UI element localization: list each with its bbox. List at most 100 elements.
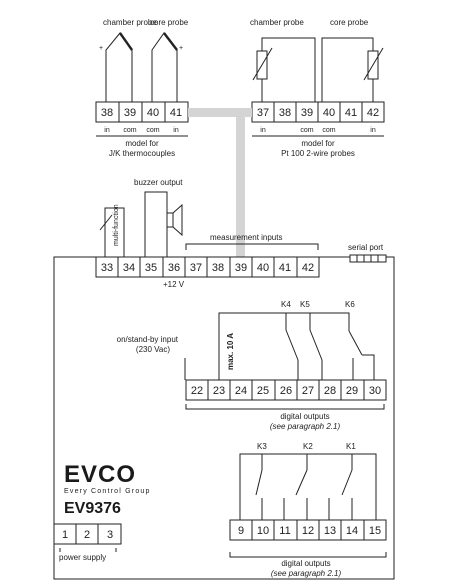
pt-core-wire xyxy=(321,37,374,102)
relay-k4-label: K4 xyxy=(281,300,291,309)
probe-connector-bar xyxy=(188,108,252,257)
max-current-label: max. 10 A xyxy=(226,333,235,370)
tc-model-line1: model for xyxy=(125,139,159,148)
terminal-strip-9-15 xyxy=(229,519,387,541)
power-supply-block: 1 2 3 power supply xyxy=(53,523,122,562)
relay-k6-label: K6 xyxy=(345,300,355,309)
terminal-10: 10 xyxy=(257,525,269,537)
terminal-24: 24 xyxy=(235,385,247,397)
relay-k6-contact xyxy=(348,330,363,356)
terminal-39: 39 xyxy=(235,262,247,274)
terminal-37: 37 xyxy=(190,262,202,274)
terminal-41: 41 xyxy=(279,262,291,274)
terminal-28: 28 xyxy=(324,385,336,397)
buzzer-icon xyxy=(166,212,174,228)
terminal-40: 40 xyxy=(257,262,269,274)
measurement-inputs-label: measurement inputs xyxy=(210,233,282,242)
terminal-15: 15 xyxy=(369,525,381,537)
pt-sub-label: com xyxy=(300,127,313,134)
onstandby-label-line2: (230 Vac) xyxy=(136,345,170,354)
terminal-23: 23 xyxy=(213,385,225,397)
tc-chamber-junction xyxy=(119,32,133,51)
terminal-strip-1-3 xyxy=(53,523,122,545)
terminal-36: 36 xyxy=(168,262,180,274)
relay-k2-contact xyxy=(295,469,308,496)
multi-function-wire xyxy=(104,207,125,257)
terminal-30: 30 xyxy=(369,385,381,397)
terminal-14: 14 xyxy=(346,525,358,537)
pt-terminal: 40 xyxy=(323,107,335,119)
pt-core-probe-label: core probe xyxy=(330,18,369,27)
terminal-34: 34 xyxy=(123,262,135,274)
buzzer-wire-a xyxy=(144,191,168,257)
terminal-2: 2 xyxy=(84,529,90,541)
thermocouple-block: chamber probe core probe + + 38 39 40 41… xyxy=(95,18,189,158)
pt-model-line2: Pt 100 2-wire probes xyxy=(281,149,355,158)
terminal-26: 26 xyxy=(280,385,292,397)
tc-terminal: 41 xyxy=(170,107,182,119)
tc-sub-label: com xyxy=(146,127,159,134)
multi-function-switch xyxy=(99,214,113,231)
brand-block: EVCO Every Control Group EV9376 xyxy=(64,461,151,517)
pt100-block: chamber probe core probe 37 38 39 40 41 … xyxy=(250,18,385,158)
digital-outputs-lower-line2: (see paragraph 2.1) xyxy=(271,569,342,578)
relay-k1-contact xyxy=(341,469,353,496)
relay-k3-label: K3 xyxy=(257,442,267,451)
terminal-33: 33 xyxy=(101,262,113,274)
tc-plus-left: + xyxy=(99,45,103,52)
relay-common-rail xyxy=(218,312,350,380)
model-name: EV9376 xyxy=(64,500,121,517)
pt-sub-label: in xyxy=(260,127,266,134)
relay-block-upper: on/stand-by input (230 Vac) max. 10 A K4… xyxy=(117,300,387,431)
pt-terminal: 42 xyxy=(367,107,379,119)
power-supply-label: power supply xyxy=(59,553,106,562)
digital-outputs-upper-line2: (see paragraph 2.1) xyxy=(270,422,341,431)
relay-k5-label: K5 xyxy=(300,300,310,309)
tc-core-junction xyxy=(163,32,178,51)
terminal-3: 3 xyxy=(107,529,113,541)
terminal-strip-22-30 xyxy=(185,379,387,401)
tc-sub-label: com xyxy=(123,127,136,134)
buzzer-output-label: buzzer output xyxy=(134,178,183,187)
terminal-42: 42 xyxy=(302,262,314,274)
tc-terminal: 40 xyxy=(147,107,159,119)
terminal-35: 35 xyxy=(145,262,157,274)
digital-outputs-upper-bracket xyxy=(185,404,385,410)
onstandby-label-line1: on/stand-by input xyxy=(117,335,179,344)
terminal-38: 38 xyxy=(212,262,224,274)
terminal-13: 13 xyxy=(324,525,336,537)
terminal-22: 22 xyxy=(191,385,203,397)
pt-terminal: 39 xyxy=(301,107,313,119)
terminal-12: 12 xyxy=(302,525,314,537)
relay-k4-contact xyxy=(285,329,299,361)
pt-sub-label: in xyxy=(370,127,376,134)
relay-k2-label: K2 xyxy=(303,442,313,451)
pt-chamber-probe-label: chamber probe xyxy=(250,18,304,27)
terminal-29: 29 xyxy=(346,385,358,397)
terminal-27: 27 xyxy=(302,385,314,397)
relay-k5-contact xyxy=(309,329,323,361)
brand-logo: EVCO xyxy=(64,461,136,488)
top-terminal-row: multi-function buzzer output measurement… xyxy=(95,178,320,289)
multi-function-label: multi-function xyxy=(113,204,120,246)
terminal-1: 1 xyxy=(62,529,68,541)
tc-terminal: 38 xyxy=(101,107,113,119)
relay-block-lower: K3 K2 K1 9 10 11 12 13 14 15 digital out… xyxy=(229,442,387,578)
terminal-9: 9 xyxy=(238,525,244,537)
pt-chamber-wire xyxy=(261,37,316,102)
relay-lower-common-rail xyxy=(239,453,377,520)
serial-port: serial port xyxy=(348,243,387,263)
pt-terminal: 41 xyxy=(345,107,357,119)
tc-plus-right: + xyxy=(179,45,183,52)
buzzer-cone-icon xyxy=(172,203,183,237)
terminal-25: 25 xyxy=(257,385,269,397)
digital-outputs-upper-line1: digital outputs xyxy=(280,412,329,421)
pt-terminal: 37 xyxy=(257,107,269,119)
relay-k1-label: K1 xyxy=(346,442,356,451)
terminal-11: 11 xyxy=(279,525,290,537)
brand-tagline: Every Control Group xyxy=(64,488,151,495)
measurement-inputs-bracket xyxy=(185,243,319,250)
pt-terminal: 38 xyxy=(279,107,291,119)
tc-model-line2: J/K thermocouples xyxy=(109,149,175,158)
